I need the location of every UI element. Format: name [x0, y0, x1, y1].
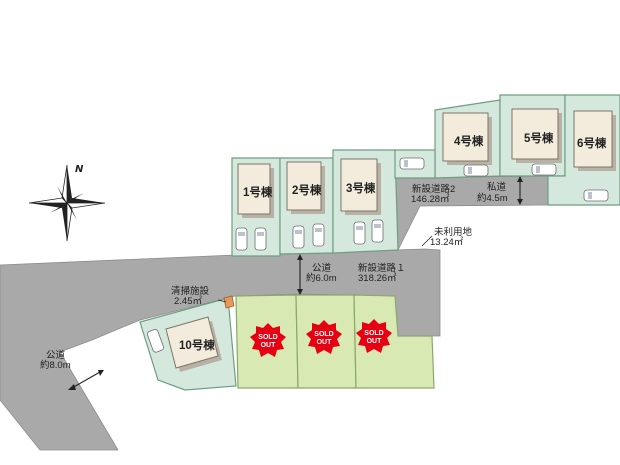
house-label-3: 3号棟: [346, 181, 376, 195]
sold-out-badge-1: SOLD OUT: [250, 323, 286, 357]
car-lot3a: [353, 221, 366, 245]
car-lot4: [463, 164, 489, 177]
new-road-2-name: 新設道路2: [412, 183, 455, 195]
private-road-name: 私道: [487, 181, 507, 193]
lot-9-sold: [353, 294, 435, 389]
unused-land-leader: [421, 235, 433, 247]
width-arrow-private: [517, 176, 523, 205]
parked-cars: [146, 157, 609, 353]
house-label-5: 5号棟: [524, 131, 554, 145]
public-road-left-width: 約8.0m: [40, 359, 71, 371]
car-lot2a: [292, 225, 305, 249]
car-lot1b: [254, 227, 267, 251]
house-label-6: 6号棟: [577, 136, 607, 150]
unused-land-name: 未利用地: [434, 226, 473, 238]
new-road-1-area: 318.26㎡: [358, 273, 397, 284]
cleaning-facility-marker: [223, 295, 235, 309]
new-road-1-name: 新設道路１: [358, 262, 406, 274]
car-lot3b: [371, 219, 384, 243]
house-label-10: 10号棟: [179, 338, 215, 352]
sold-out-badge-2: SOLD OUT: [306, 320, 342, 354]
public-road-center-width: 約6.0m: [306, 272, 337, 284]
house-label-1: 1号棟: [243, 185, 273, 199]
svg-text:SOLD: SOLD: [258, 334, 277, 341]
car-lot6: [583, 189, 609, 202]
public-road-center-name: 公道: [312, 262, 332, 274]
car-lot1a: [235, 227, 248, 251]
sold-out-badge-3: SOLD OUT: [356, 319, 392, 353]
house-label-4: 4号棟: [454, 134, 484, 148]
car-lot10: [146, 329, 164, 353]
new-road-2-area: 146.28㎡: [411, 194, 450, 205]
unused-land-area: 13.24㎡: [430, 237, 464, 248]
cleaning-facility-area: 2.45㎡: [174, 296, 202, 307]
svg-text:OUT: OUT: [317, 339, 333, 346]
cleaning-facility-leader: [217, 299, 227, 303]
public-road-left-name: 公道: [46, 349, 66, 361]
car-lot2b: [312, 223, 325, 247]
svg-text:OUT: OUT: [367, 338, 383, 345]
svg-text:SOLD: SOLD: [364, 330, 383, 337]
compass-rose-icon: [28, 164, 106, 242]
compass-north-label: N: [75, 164, 84, 175]
building-footprints: [165, 108, 616, 372]
car-entrance: [399, 157, 425, 170]
private-road-width: 約4.5m: [477, 192, 508, 204]
house-label-2: 2号棟: [292, 183, 322, 197]
width-arrow-left: [68, 370, 104, 390]
svg-text:SOLD: SOLD: [314, 331, 333, 338]
width-arrow-center: [297, 254, 303, 295]
svg-text:OUT: OUT: [261, 342, 277, 349]
cleaning-facility-name: 清掃施設: [171, 285, 210, 297]
car-lot5: [531, 163, 557, 176]
